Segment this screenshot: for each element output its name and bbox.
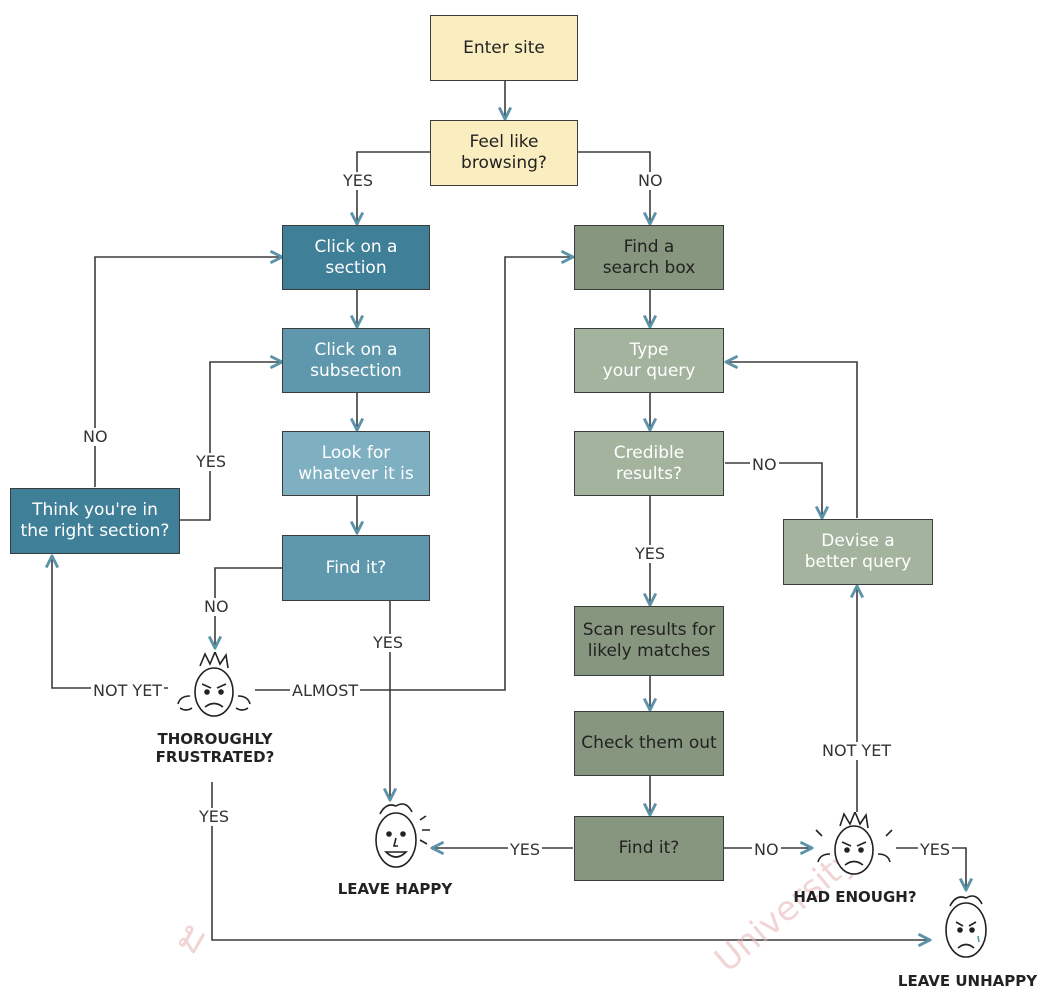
- find-it-right-node: Find it?: [574, 816, 724, 881]
- frustrated-face-icon: [177, 652, 251, 717]
- edge-label-no-find-right: NO: [752, 840, 781, 859]
- caption-leave-happy: LEAVE HAPPY: [337, 880, 453, 898]
- edge-label-not-yet-right: NOT YET: [820, 741, 894, 760]
- click-section-node: Click on a section: [282, 225, 430, 290]
- edge-label-no-right-section: NO: [81, 427, 110, 446]
- edge-label-no-find-left: NO: [202, 597, 231, 616]
- unhappy-face-icon: [945, 895, 987, 958]
- credible-results-node: Credible results?: [574, 431, 724, 496]
- find-search-box-node: Find a search box: [574, 225, 724, 290]
- check-them-out-node: Check them out: [574, 711, 724, 776]
- edge-label-no-credible: NO: [750, 455, 779, 474]
- edge-label-yes-had-enough: YES: [918, 840, 953, 859]
- edge-label-yes-right-section: YES: [194, 452, 229, 471]
- click-subsection-node: Click on a subsection: [282, 328, 430, 393]
- find-it-left-node: Find it?: [282, 535, 430, 601]
- enter-site-node: Enter site: [430, 15, 578, 81]
- edge-label-almost: ALMOST: [290, 681, 361, 700]
- edge-label-no-browse: NO: [636, 171, 665, 190]
- edge-label-yes-browse: YES: [341, 171, 376, 190]
- had-enough-face-icon: [815, 812, 893, 875]
- edge-label-yes-find-left: YES: [371, 633, 406, 652]
- caption-leave-unhappy: LEAVE UNHAPPY: [897, 972, 1038, 990]
- edge-label-not-yet-left: NOT YET: [91, 681, 165, 700]
- type-query-node: Type your query: [574, 328, 724, 393]
- caption-frustrated: THOROUGHLY FRUSTRATED?: [155, 730, 275, 766]
- devise-query-node: Devise a better query: [783, 519, 933, 585]
- look-for-node: Look for whatever it is: [282, 431, 430, 496]
- caption-had-enough: HAD ENOUGH?: [793, 888, 917, 906]
- feel-like-browsing-node: Feel like browsing?: [430, 120, 578, 186]
- edge-label-yes-credible: YES: [633, 544, 668, 563]
- think-right-section-node: Think you're in the right section?: [10, 488, 180, 554]
- happy-face-icon: [375, 803, 430, 868]
- edge-label-yes-frustrated: YES: [197, 807, 232, 826]
- scan-results-node: Scan results for likely matches: [574, 606, 724, 676]
- edge-label-yes-find-right: YES: [508, 840, 543, 859]
